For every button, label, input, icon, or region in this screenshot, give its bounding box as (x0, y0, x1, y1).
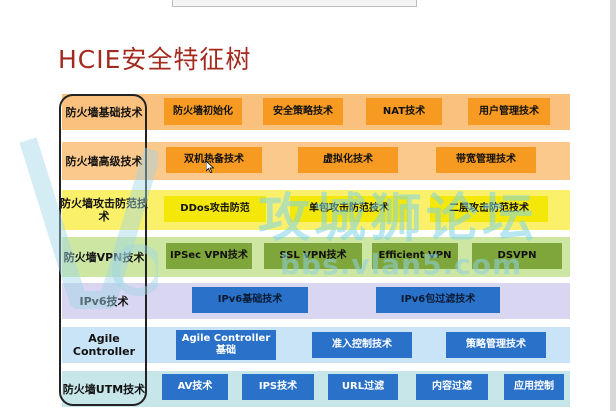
row-5-item-2: 策略管理技术 (446, 332, 546, 358)
row-0-item-3: 用户管理技术 (468, 98, 550, 125)
row-6-item-3: 内容过滤 (416, 374, 488, 400)
row-3-item-0: IPSec VPN技术 (166, 243, 252, 269)
row-1-item-0: 双机热备技术 (166, 147, 262, 173)
row-label-3: 防火墙VPN技术 (63, 250, 145, 264)
row-5-item-0: Agile Controller 基础 (176, 330, 276, 360)
row-label-4: IPv6技术 (79, 294, 129, 308)
row-label-0: 防火墙基础技术 (65, 105, 143, 119)
row-3-item-3: DSVPN (472, 243, 562, 269)
top-toolbar-edge (172, 0, 417, 7)
mouse-cursor-icon (206, 161, 214, 173)
row-3-item-2: Efficient VPN (372, 243, 458, 269)
watermark-text: 攻城狮论坛 (258, 189, 539, 249)
row-0-item-1: 安全策略技术 (263, 98, 343, 125)
row-4-item-1: IPv6包过滤技术 (376, 287, 500, 313)
right-scrollbar-edge (610, 0, 616, 411)
row-5-item-1: 准入控制技术 (312, 332, 412, 358)
row-6-item-4: 应用控制 (504, 374, 564, 400)
row-4-item-0: IPv6基础技术 (192, 287, 308, 313)
row-label-2: 防火墙攻击防范技术 (60, 197, 148, 223)
row-6-item-2: URL过滤 (328, 374, 398, 400)
row-0-item-2: NAT技术 (366, 98, 442, 125)
row-2-item-2: 二层攻击防范技术 (430, 196, 548, 222)
label-column-frame (59, 94, 147, 406)
row-6-item-0: AV技术 (162, 374, 228, 400)
row-label-6: 防火墙UTM技术 (62, 382, 146, 396)
watermark-url: bbs.vlan5.com (280, 248, 523, 281)
row-0-item-0: 防火墙初始化 (164, 98, 242, 125)
page-title: HCIE安全特征树 (58, 45, 252, 74)
row-label-1: 防火墙高级技术 (65, 154, 143, 168)
row-6-item-1: IPS技术 (242, 374, 314, 400)
row-label-5: Agile Controller (72, 332, 136, 358)
row-2-item-0: DDos攻击防范 (164, 196, 266, 222)
row-1-item-2: 带宽管理技术 (436, 147, 536, 173)
row-1-item-1: 虚拟化技术 (298, 147, 398, 173)
row-3-item-1: SSL VPN技术 (264, 243, 362, 269)
row-2-item-1: 单包攻击防范技术 (290, 196, 408, 222)
